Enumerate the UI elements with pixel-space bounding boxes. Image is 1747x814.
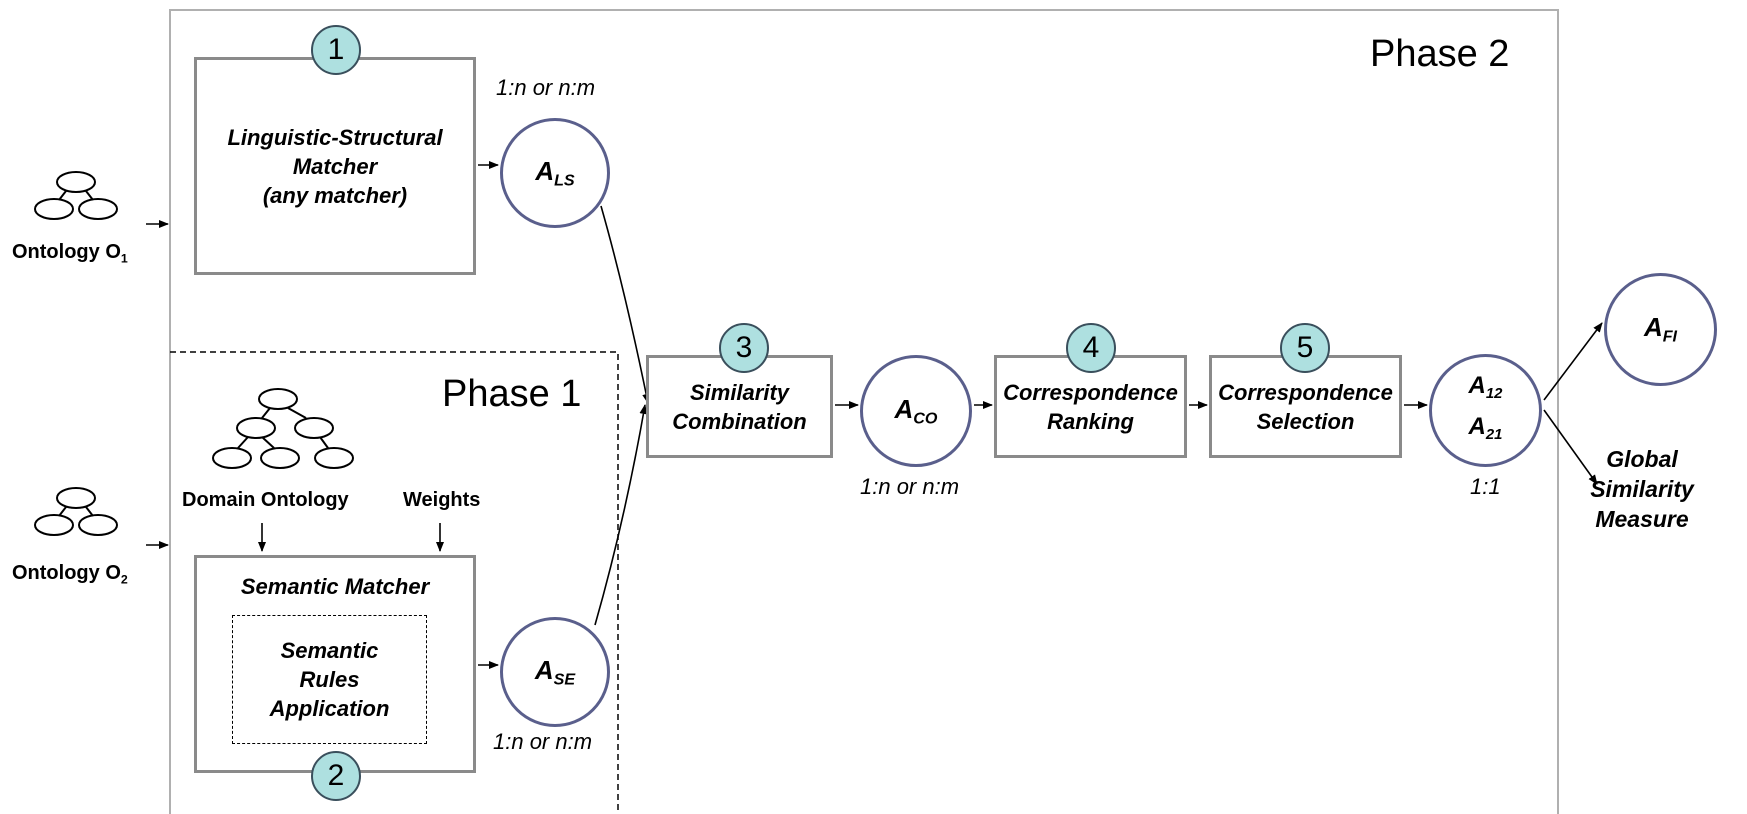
- semantic-matcher-title: Semantic Matcher: [240, 574, 430, 599]
- arrow-a12-to-global: [1543, 409, 1598, 485]
- als-label: ALS: [535, 155, 575, 190]
- domain-ontology-tree: [212, 388, 354, 469]
- ranking-label-line1: Correspondence: [1003, 379, 1178, 405]
- step-badge-5: 5: [1280, 323, 1330, 373]
- alignment-aco-circle: ACO: [860, 355, 972, 467]
- aco-label: ACO: [894, 393, 938, 428]
- phase2-label: Phase 2: [1370, 33, 1510, 75]
- phase1-frame: [170, 351, 619, 814]
- arrow-a12-to-afi: [1543, 322, 1603, 401]
- ontology-o1-tree: [34, 171, 118, 220]
- step-badge-3: 3: [719, 323, 769, 373]
- semantic-matcher-box: Semantic Matcher Semantic Rules Applicat…: [194, 555, 476, 773]
- arrow-als-to-combination: [600, 205, 651, 404]
- arrow-ase-to-combination: [594, 404, 648, 626]
- linguistic-label-line2: Matcher: [292, 153, 378, 179]
- global-line3: Measure: [1595, 506, 1689, 532]
- phase2-frame: [169, 9, 1559, 814]
- cardinality-bottom: 1:n or n:m: [493, 729, 593, 754]
- step-badge-1: 1: [311, 25, 361, 75]
- ontology-o2-tree: [34, 487, 118, 536]
- phase1-label: Phase 1: [442, 373, 582, 415]
- ranking-label-line2: Ranking: [1047, 408, 1134, 434]
- ontology-o2-label: Ontology O2: [12, 562, 128, 587]
- alignment-afi-circle: AFI: [1604, 273, 1717, 386]
- cardinality-mid: 1:n or n:m: [860, 474, 960, 499]
- rules-label-line1: Semantic: [280, 638, 379, 663]
- global-line2: Similarity: [1590, 476, 1694, 502]
- rules-label-line2: Rules: [299, 667, 360, 692]
- similarity-combination-box: Similarity Combination: [646, 355, 833, 458]
- step-badge-2: 2: [311, 751, 361, 801]
- selection-label-line2: Selection: [1256, 408, 1355, 434]
- cardinality-final: 1:1: [1470, 474, 1501, 499]
- alignment-a12-a21-circle: A12 A21: [1429, 354, 1542, 467]
- alignment-ase-circle: ASE: [500, 617, 610, 727]
- domain-ontology-label: Domain Ontology: [182, 489, 349, 511]
- combination-label-line1: Similarity: [689, 379, 790, 405]
- rules-label-line3: Application: [269, 696, 390, 721]
- combination-label-line2: Combination: [672, 408, 807, 434]
- cardinality-top: 1:n or n:m: [496, 75, 596, 100]
- ase-label: ASE: [534, 654, 576, 689]
- a21-label: A21: [1468, 412, 1503, 443]
- global-similarity-measure-label: Global Similarity Measure: [1582, 444, 1702, 534]
- afi-label: AFI: [1643, 312, 1678, 346]
- global-line1: Global: [1606, 446, 1678, 472]
- alignment-als-circle: ALS: [500, 118, 610, 228]
- linguistic-structural-matcher-box: Linguistic-Structural Matcher (any match…: [194, 57, 476, 275]
- ontology-o1-label: Ontology O1: [12, 241, 128, 266]
- step-badge-4: 4: [1066, 323, 1116, 373]
- semantic-rules-box: Semantic Rules Application: [232, 615, 427, 744]
- linguistic-label-line1: Linguistic-Structural: [227, 124, 443, 150]
- linguistic-label-line3: (any matcher): [262, 182, 408, 208]
- a12-label: A12: [1468, 372, 1503, 403]
- weights-label: Weights: [403, 489, 481, 511]
- selection-label-line1: Correspondence: [1218, 379, 1393, 405]
